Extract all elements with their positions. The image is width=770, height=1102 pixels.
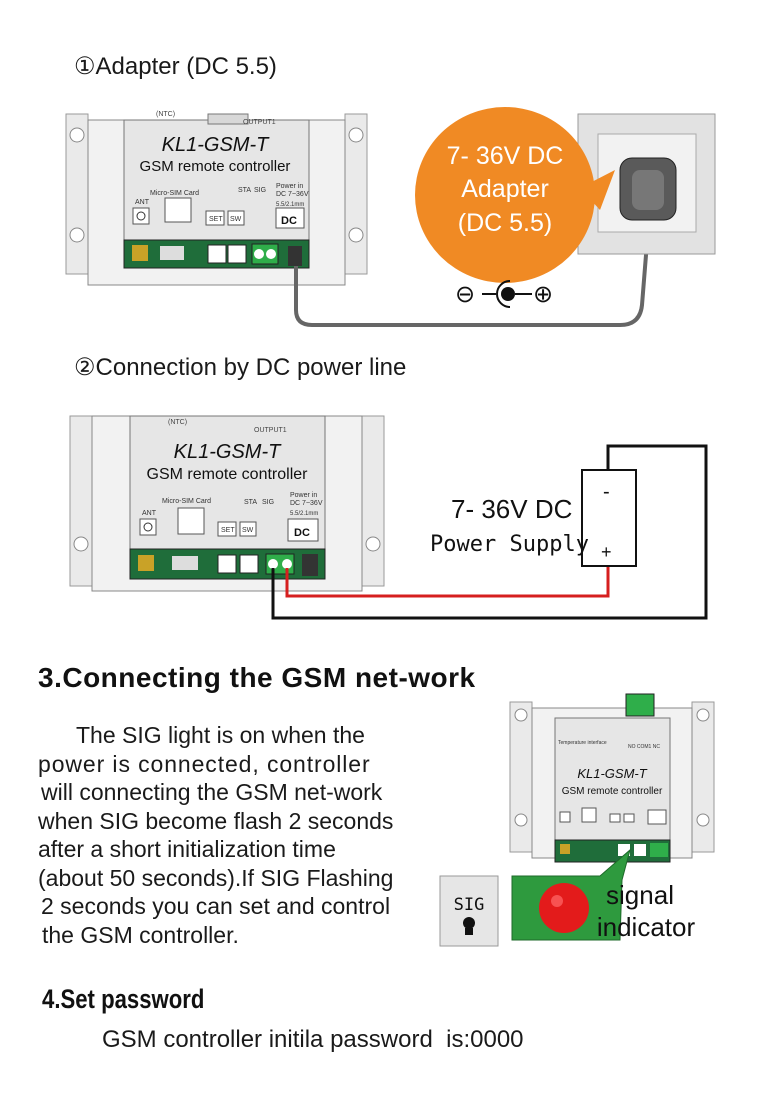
polarity-icon: ⊖ ⊕ [455,280,553,308]
sig-box-label: SIG [454,895,485,915]
bulb-icon [463,917,475,935]
dc-range-label: DC 7~36V [276,191,309,198]
model-label-2: KL1-GSM-T [174,441,282,463]
sw-label-2: SW [242,527,254,534]
subtitle-label-2: GSM remote controller [147,466,309,483]
paragraph-line-8: the GSM controller. [42,921,239,948]
led-red [539,883,589,933]
sw-label: SW [230,216,242,223]
power-supply-diagram: (NTC) OUTPUT1 KL1-GSM-T GSM remote contr… [69,415,708,620]
set-label-2: SET [221,527,235,534]
paragraph-line-2: power is connected, controller [38,750,371,777]
dc-range-label-2: DC 7~36V [290,500,323,507]
signal-indicator-diagram: Temperature interface NO COM1 NC KL1-GSM… [439,693,715,947]
section1-title: ①Adapter (DC 5.5) [74,53,277,80]
power-supply-box [581,469,637,567]
paragraph-line-1: The SIG light is on when the [76,722,365,748]
signal-caption-1: signal [606,880,674,910]
output-label-2: OUTPUT1 [254,427,287,434]
sig-label: SIG [254,187,266,194]
paragraph-line-4: when SIG become flash 2 seconds [38,807,394,834]
ant-label: ANT [135,199,150,206]
sim-label: Micro-SIM Card [150,190,199,197]
subtitle-label-3: GSM remote controller [562,786,663,797]
section2-title: ②Connection by DC power line [74,354,407,381]
relay-label: NO COM1 NC [628,744,660,750]
bubble-line1: 7- 36V DC [447,142,564,170]
supply-minus: - [603,481,610,503]
paragraph-line-5: after a short initialization time [38,836,336,862]
section3-title: 3.Connecting the GSM net-work [38,662,476,693]
ant-label-2: ANT [142,510,157,517]
device-case-2: (NTC) OUTPUT1 KL1-GSM-T GSM remote contr… [69,415,385,592]
supply-voltage-label: 7- 36V DC [451,494,572,524]
sim-label-2: Micro-SIM Card [162,498,211,505]
dc-label-2: DC [294,527,310,539]
ntc-label-2: (NTC) [168,419,187,426]
subtitle-label: GSM remote controller [140,158,291,175]
model-label-3: KL1-GSM-T [577,766,647,781]
power-in-label: Power in [276,183,303,190]
device-case: (NTC) OUTPUT1 KL1-GSM-T GSM remote contr… [65,111,368,286]
adapter-callout: 7- 36V DC Adapter (DC 5.5) [415,107,615,283]
sta-label: STA [238,187,251,194]
adapter-diagram: (NTC) OUTPUT1 KL1-GSM-T GSM remote contr… [65,107,716,327]
paragraph-line-3: will connecting the GSM net-work [41,779,383,805]
jack-label: 5.5/2.1mm [276,202,304,208]
section4-title: 4.Set password [42,984,205,1014]
model-label: KL1-GSM-T [162,134,270,156]
section3-paragraph: The SIG light is on when the power is co… [38,721,420,949]
power-in-label-2: Power in [290,492,317,499]
signal-caption-2: indicator [597,912,696,942]
password-text: GSM controller initila password is:0000 [102,1026,524,1053]
wall-socket [577,113,716,255]
plus-symbol: ⊕ [533,281,553,308]
bubble-line2: Adapter [461,175,549,203]
jack-label-2: 5.5/2.1mm [290,511,318,517]
temp-label: Temperature interface [558,740,607,746]
bubble-line3: (DC 5.5) [458,209,552,237]
set-label: SET [209,216,223,223]
sig-label-2: SIG [262,499,274,506]
supply-name-label: Power Supply [430,532,589,557]
paragraph-line-6: (about 50 seconds).If SIG Flashing [38,864,394,891]
sta-label-2: STA [244,499,257,506]
supply-plus: + [601,542,612,562]
ntc-label: (NTC) [156,111,175,118]
output-label: OUTPUT1 [243,119,276,126]
paragraph-line-7: 2 seconds you can set and control [41,893,391,919]
minus-symbol: ⊖ [455,281,475,308]
device-case-3: Temperature interface NO COM1 NC KL1-GSM… [509,693,715,863]
dc-label: DC [281,215,297,227]
